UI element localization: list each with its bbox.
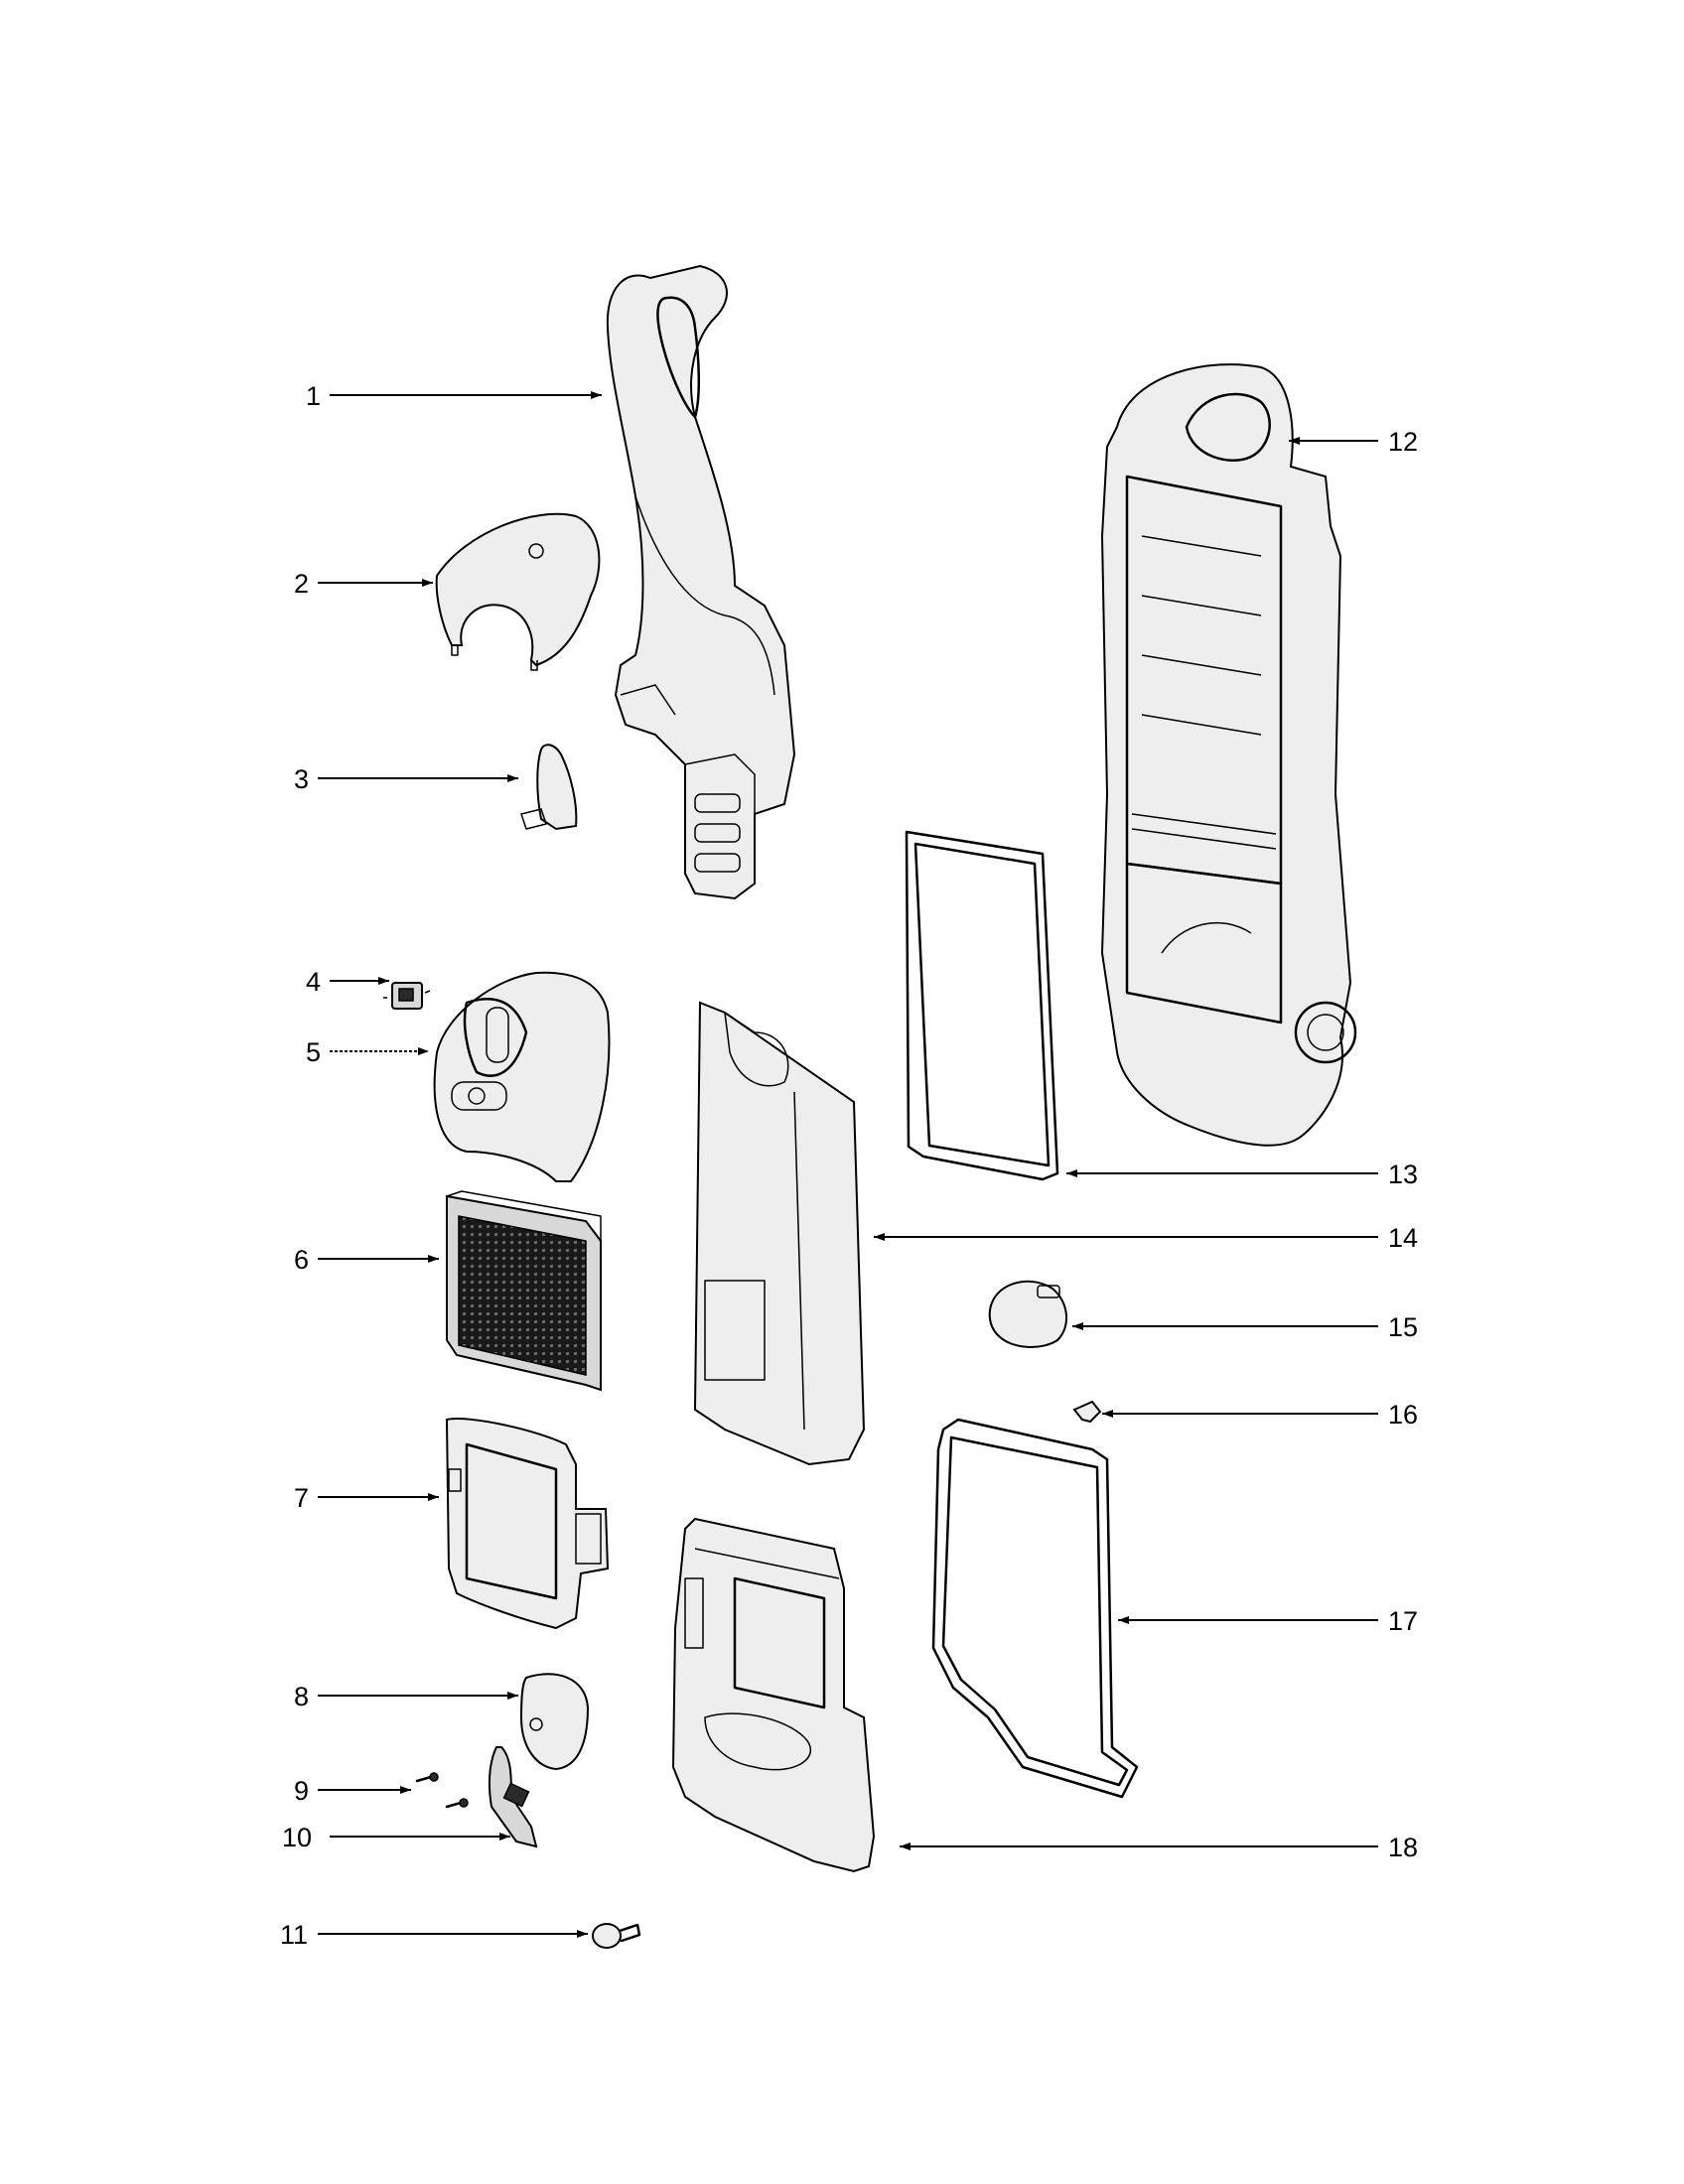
part-12-main-body: [1100, 363, 1357, 1147]
callout-2: 2: [294, 569, 433, 599]
part-11-end-cap: [592, 1923, 641, 1949]
part-15-latch-button: [988, 1280, 1068, 1348]
callout-9-label: 9: [294, 1776, 309, 1806]
callout-18-label: 18: [1388, 1833, 1418, 1862]
callout-9: 9: [294, 1776, 411, 1806]
callout-8: 8: [294, 1682, 518, 1711]
callout-3: 3: [294, 764, 518, 794]
callout-10-label: 10: [282, 1823, 312, 1852]
callout-13-label: 13: [1388, 1160, 1418, 1189]
callout-1: 1: [306, 381, 602, 411]
callout-17-label: 17: [1388, 1606, 1418, 1636]
part-9-screws: [415, 1772, 469, 1809]
part-6-filter: [446, 1190, 602, 1392]
callout-15: 15: [1072, 1312, 1418, 1342]
part-17-lower-gasket: [931, 1418, 1139, 1799]
callout-3-label: 3: [294, 764, 309, 794]
part-8-knob: [519, 1673, 590, 1771]
callout-14: 14: [874, 1223, 1418, 1253]
part-18-lower-housing: [671, 1517, 876, 1873]
callout-16: 16: [1102, 1400, 1418, 1430]
callouts: 1 2 3 4 5 6 7 8: [280, 381, 1418, 1950]
callout-1-label: 1: [306, 381, 321, 411]
callout-7-label: 7: [294, 1483, 309, 1513]
callout-13: 13: [1066, 1160, 1418, 1189]
callout-8-label: 8: [294, 1682, 309, 1711]
callout-6-label: 6: [294, 1245, 309, 1275]
callout-17: 17: [1118, 1606, 1418, 1636]
part-14-door-panel: [693, 1001, 866, 1466]
callout-11-label: 11: [280, 1920, 308, 1950]
part-7-filter-door: [445, 1418, 610, 1630]
part-3-clip: [520, 744, 578, 831]
callout-10: 10: [282, 1823, 510, 1852]
callout-12: 12: [1289, 427, 1418, 457]
callout-5: 5: [306, 1037, 429, 1067]
part-5-motor-cover: [433, 971, 611, 1182]
callout-7: 7: [294, 1483, 439, 1513]
callout-2-label: 2: [294, 569, 309, 599]
callout-4-label: 4: [306, 967, 321, 997]
part-1-handle: [606, 264, 796, 900]
callout-11: 11: [280, 1920, 588, 1950]
part-16-small-clip: [1072, 1400, 1102, 1424]
part-2-cover: [435, 512, 601, 671]
part-4-switch: [383, 982, 431, 1010]
callout-14-label: 14: [1388, 1223, 1418, 1253]
part-13-gasket: [905, 830, 1059, 1181]
callout-12-label: 12: [1388, 427, 1418, 457]
part-10-bracket: [488, 1746, 538, 1848]
callout-15-label: 15: [1388, 1312, 1418, 1342]
callout-4: 4: [306, 967, 389, 997]
callout-18: 18: [900, 1833, 1418, 1862]
callout-5-label: 5: [306, 1037, 321, 1067]
callout-16-label: 16: [1388, 1400, 1418, 1430]
callout-6: 6: [294, 1245, 439, 1275]
